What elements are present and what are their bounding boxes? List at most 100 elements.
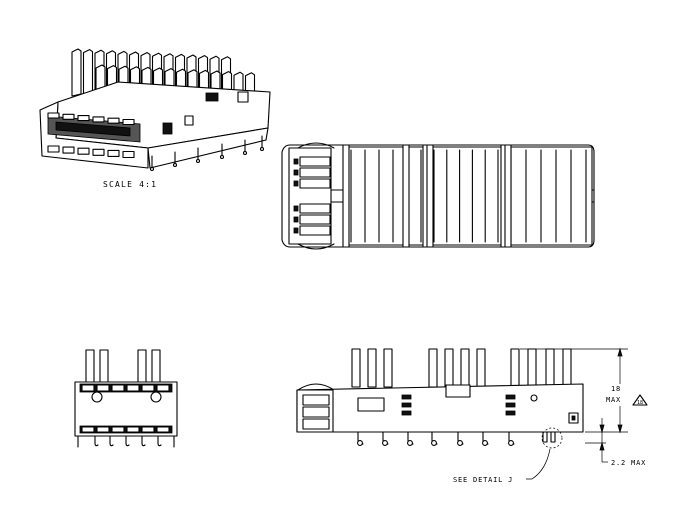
front-leg-curl (141, 435, 146, 447)
iso-tab-bottom (92, 148, 105, 156)
side-pin (444, 348, 454, 388)
top-fin-rib (504, 144, 512, 248)
top-port-cells (293, 156, 331, 236)
iso-window-3 (205, 92, 219, 102)
detail-callout: SEE DETAIL J (453, 476, 513, 484)
front-top-cell (126, 384, 140, 392)
side-pin (367, 348, 377, 388)
top-port-cell (299, 167, 331, 178)
front-top-cells (81, 384, 170, 392)
top-bezel-arc (297, 243, 335, 250)
iso-pin (82, 49, 94, 98)
front-bottom-cell (111, 426, 125, 433)
dim-text-mask (607, 384, 633, 406)
side-leg-foot (457, 440, 463, 446)
front-bottom-cell (81, 426, 95, 433)
front-top-cell (111, 384, 125, 392)
iso-port-inner (55, 121, 131, 137)
side-pin (545, 348, 555, 388)
side-leg-foot (482, 440, 488, 446)
iso-tab-top (62, 113, 75, 120)
front-pin (85, 349, 95, 385)
top-fin-group (504, 146, 593, 246)
iso-leg-foot (242, 150, 248, 156)
dim-height-value: 18 (611, 385, 621, 393)
side-pin (383, 348, 393, 388)
side-bezel-arc (297, 383, 335, 391)
iso-tab-bottom (47, 145, 60, 153)
side-port-cells (302, 394, 330, 430)
top-port-cell (299, 214, 331, 225)
top-fin-group (344, 146, 428, 246)
front-pin (137, 349, 147, 385)
side-leg-foot (431, 440, 437, 446)
top-port-cell (299, 156, 331, 167)
side-latch-1 (401, 394, 412, 400)
top-port-cell (299, 225, 331, 236)
front-pins (85, 349, 161, 385)
iso-window-2 (184, 115, 194, 126)
dim-small-arrow-2 (599, 441, 605, 451)
side-view: 18 MAX 18 2.2 MAX SEE DETAIL J (296, 347, 648, 484)
top-fin-rib (402, 144, 410, 248)
front-top-cell (81, 384, 95, 392)
side-top-tab (445, 384, 471, 398)
front-bottom-cell (126, 426, 140, 433)
side-leg-foot (382, 440, 388, 446)
iso-tab-top (47, 112, 60, 119)
top-bezel-arc-upper (297, 142, 335, 149)
side-latch-5 (505, 402, 516, 408)
top-port-marker (293, 205, 299, 212)
iso-pin (71, 48, 82, 97)
iso-cage-side (147, 127, 269, 169)
front-bottom-band (79, 425, 173, 434)
top-fin-group (427, 146, 505, 246)
iso-leg-foot (172, 162, 178, 168)
note-flag-triangle (632, 394, 648, 406)
front-hole-left (91, 391, 103, 403)
dim-bottom-label: 2.2 MAX (611, 459, 646, 467)
iso-window-4 (237, 91, 249, 103)
front-bottom-cell (141, 426, 155, 433)
top-view (281, 142, 595, 250)
front-leg-curl (125, 435, 130, 447)
side-latch-2 (401, 402, 412, 408)
top-port-marker (293, 180, 299, 187)
side-detail-post (542, 431, 548, 443)
front-top-cell (156, 384, 170, 392)
side-pin (460, 348, 470, 388)
iso-leg-foot (149, 166, 155, 172)
dim-arrow-up (617, 347, 623, 357)
iso-tab-bottom (77, 147, 90, 155)
iso-tab-bottom (62, 146, 75, 154)
side-port-cell (302, 418, 330, 430)
top-heat-fins (342, 144, 593, 248)
side-pin (476, 348, 486, 388)
iso-tab-bottom (107, 149, 120, 157)
front-leg-curl (94, 435, 99, 447)
side-pin (510, 348, 520, 388)
side-pin (562, 348, 572, 388)
side-detail-post (550, 431, 556, 443)
top-fin-rib (342, 144, 350, 248)
top-port-marker (293, 227, 299, 234)
detail-leader (526, 448, 551, 480)
side-leg-foot (357, 440, 363, 446)
side-port-cell (302, 394, 330, 406)
side-pin (351, 348, 361, 388)
front-top-band (79, 383, 173, 393)
top-port-marker (293, 169, 299, 176)
side-body (296, 383, 584, 433)
side-pin (428, 348, 438, 388)
top-port-cell (299, 203, 331, 214)
side-pins (351, 348, 572, 388)
side-square-inner (571, 415, 576, 421)
iso-leg-foot (219, 154, 225, 160)
iso-tab-top (77, 115, 90, 122)
iso-board-legs (149, 135, 265, 172)
dim-small-arrow-1 (599, 424, 605, 434)
front-top-cell (141, 384, 155, 392)
side-port-cell (302, 406, 330, 418)
side-latch-4 (505, 394, 516, 400)
